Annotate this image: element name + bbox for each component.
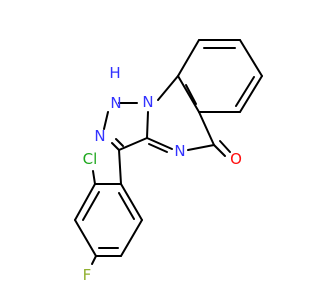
carbonyl-bond [213, 144, 226, 157]
bond [198, 111, 215, 146]
atom-label-o: O [230, 150, 242, 168]
atom-label-n-top: N [110, 94, 121, 112]
chlorofluorophenyl-ring [74, 149, 143, 265]
atom-label-cl: Cl [83, 150, 98, 168]
bond [118, 137, 148, 151]
bond [103, 111, 109, 130]
carbonyl-bond [219, 140, 231, 153]
atom-label-n-left: N [94, 127, 105, 145]
bond [187, 144, 215, 151]
triazole-ring [103, 102, 148, 151]
atom-label-n-mid: N [174, 142, 185, 160]
double-bond-inner [118, 192, 135, 220]
bond [74, 183, 96, 221]
bond [120, 219, 143, 257]
bond [115, 138, 124, 147]
atom-label-h: H [109, 64, 120, 82]
bond [111, 142, 120, 151]
bond [74, 219, 97, 257]
bond [118, 149, 122, 185]
double-bond-inner [82, 191, 100, 221]
bond [177, 39, 200, 77]
double-bond-inner [235, 76, 255, 107]
bond [177, 75, 200, 113]
bond [146, 111, 149, 139]
bond [148, 143, 168, 153]
bond [92, 170, 96, 185]
benzo-ring [177, 39, 263, 113]
bond [146, 137, 173, 150]
bond [157, 75, 179, 101]
atom-label-f: F [83, 266, 92, 284]
bond [120, 183, 143, 221]
pyrimidinone-ring [146, 75, 231, 157]
atom-label-n-bridge: N [142, 93, 153, 111]
bond [239, 39, 263, 77]
bond [91, 255, 97, 265]
molecule-structure: H N N N N O Cl F [74, 39, 263, 284]
double-bond-inner [185, 84, 197, 105]
bond [239, 75, 263, 113]
